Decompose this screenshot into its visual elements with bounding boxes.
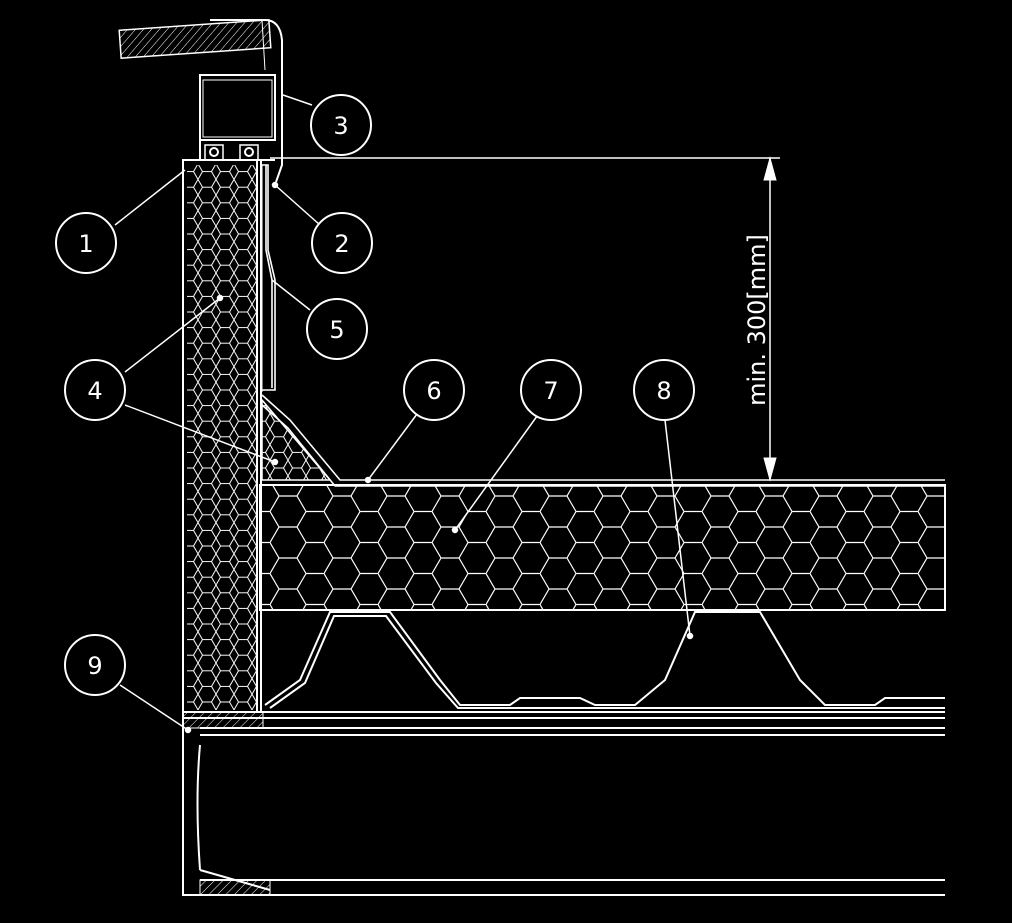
callout-9-label: 9: [87, 652, 102, 680]
callout-6: 6: [403, 359, 465, 421]
trapezoidal-deck: [264, 611, 945, 709]
callout-1-label: 1: [78, 230, 93, 258]
callout-4-label: 4: [87, 377, 102, 405]
callout-1: 1: [55, 212, 117, 274]
callout-7: 7: [520, 359, 582, 421]
callout-2: 2: [311, 212, 373, 274]
callout-5-label: 5: [329, 316, 344, 344]
steel-beam: [182, 711, 945, 896]
callout-2-label: 2: [334, 230, 349, 258]
callout-9: 9: [64, 634, 126, 696]
roof-insulation: [259, 484, 946, 611]
callout-6-label: 6: [426, 377, 441, 405]
dimension-label: min. 300[mm]: [743, 234, 771, 406]
dimension-min-300: [270, 156, 780, 482]
callout-7-label: 7: [543, 377, 558, 405]
wedge-insulation: [261, 397, 332, 481]
callout-3: 3: [310, 94, 372, 156]
callout-8: 8: [633, 359, 695, 421]
callout-8-label: 8: [656, 377, 671, 405]
wall-panel: [182, 159, 262, 713]
leader-lines: [114, 94, 694, 734]
callout-5: 5: [306, 298, 368, 360]
grating: [118, 19, 272, 59]
callout-3-label: 3: [333, 112, 348, 140]
callout-4: 4: [64, 359, 126, 421]
